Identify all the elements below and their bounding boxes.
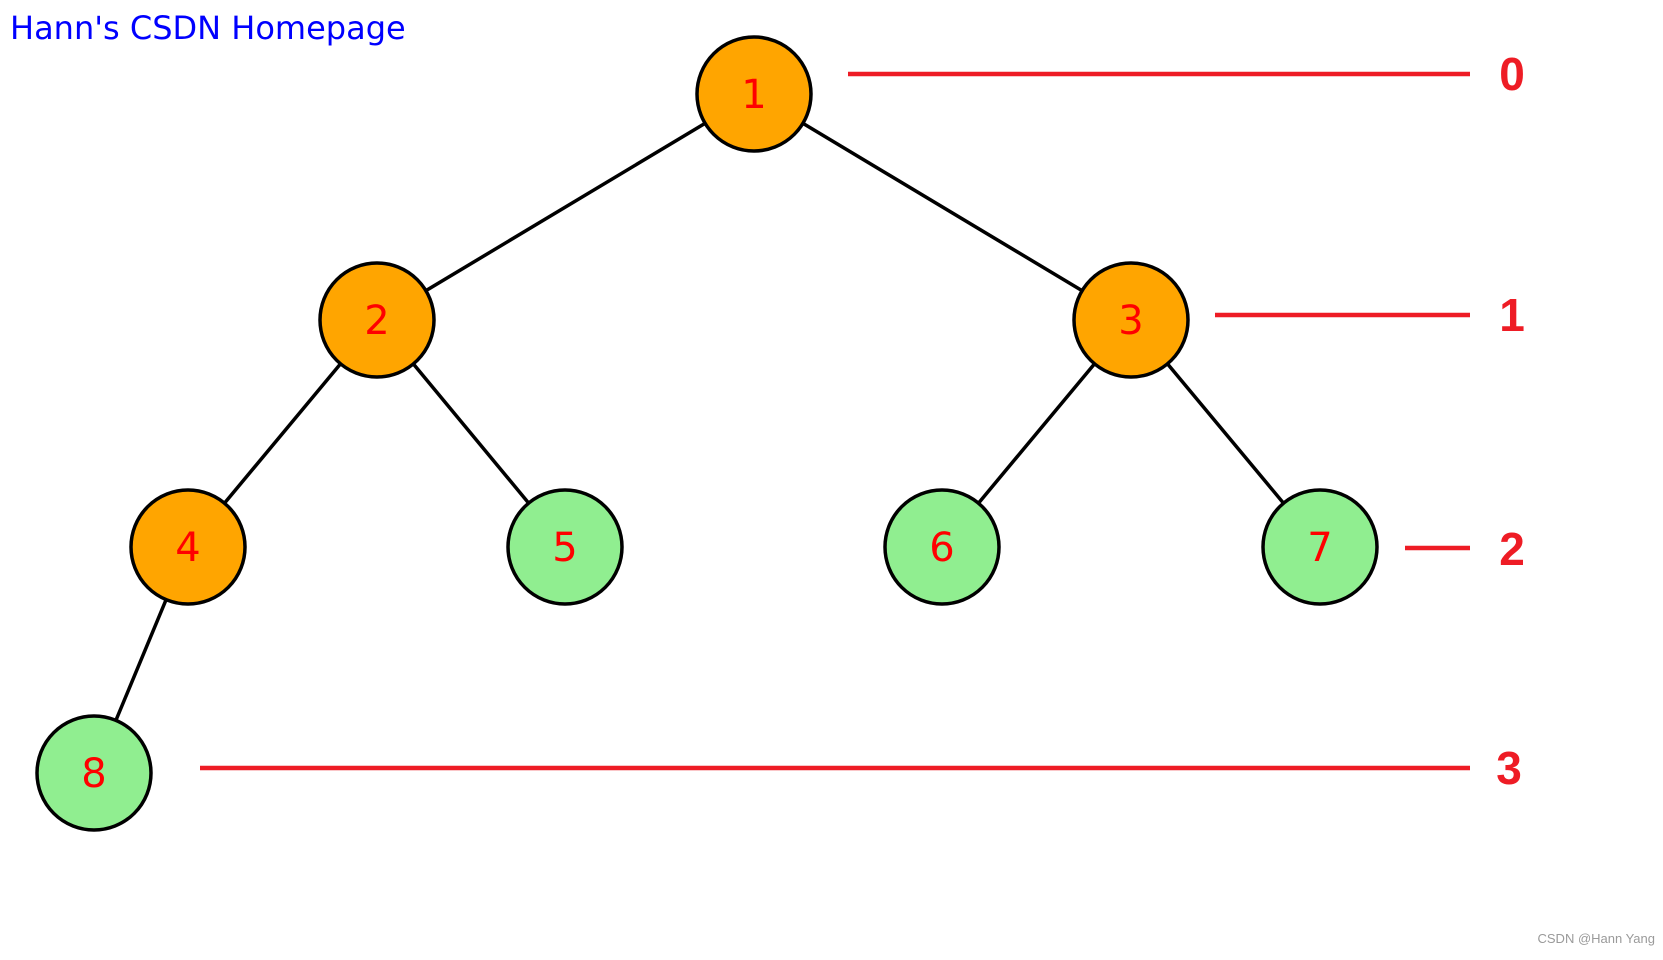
node-circle xyxy=(1072,261,1190,379)
level-label-3: 3 xyxy=(1496,742,1522,794)
node-circle xyxy=(35,714,153,832)
tree-node-1: 1 xyxy=(695,35,813,153)
tree-node-3: 3 xyxy=(1072,261,1190,379)
tree-node-5: 5 xyxy=(506,488,624,606)
page-title: Hann's CSDN Homepage xyxy=(10,9,406,47)
node-circle xyxy=(506,488,624,606)
node-label: 6 xyxy=(929,525,954,571)
level-label-2: 2 xyxy=(1499,523,1525,575)
tree-node-7: 7 xyxy=(1261,488,1379,606)
tree-node-4: 4 xyxy=(129,488,247,606)
edge-1-3 xyxy=(753,92,1132,322)
edge-1-2 xyxy=(376,92,755,322)
node-circle xyxy=(129,488,247,606)
node-label: 7 xyxy=(1307,525,1332,571)
node-label: 2 xyxy=(364,298,389,344)
node-label: 4 xyxy=(175,525,200,571)
tree-node-2: 2 xyxy=(318,261,436,379)
node-label: 8 xyxy=(81,751,106,797)
level-labels-layer: 0 1 2 3 xyxy=(1496,48,1525,794)
node-label: 3 xyxy=(1118,298,1143,344)
node-circle xyxy=(883,488,1001,606)
nodes-layer: 1 2 3 4 5 6 7 8 xyxy=(35,35,1379,832)
tree-node-8: 8 xyxy=(35,714,153,832)
level-label-0: 0 xyxy=(1499,48,1525,100)
level-label-1: 1 xyxy=(1499,289,1525,341)
edges-layer xyxy=(92,92,1322,774)
node-circle xyxy=(1261,488,1379,606)
watermark: CSDN @Hann Yang xyxy=(1537,931,1656,946)
node-label: 5 xyxy=(552,525,577,571)
tree-node-6: 6 xyxy=(883,488,1001,606)
level-lines-layer xyxy=(200,71,1470,771)
node-label: 1 xyxy=(741,72,766,118)
node-circle xyxy=(695,35,813,153)
node-circle xyxy=(318,261,436,379)
